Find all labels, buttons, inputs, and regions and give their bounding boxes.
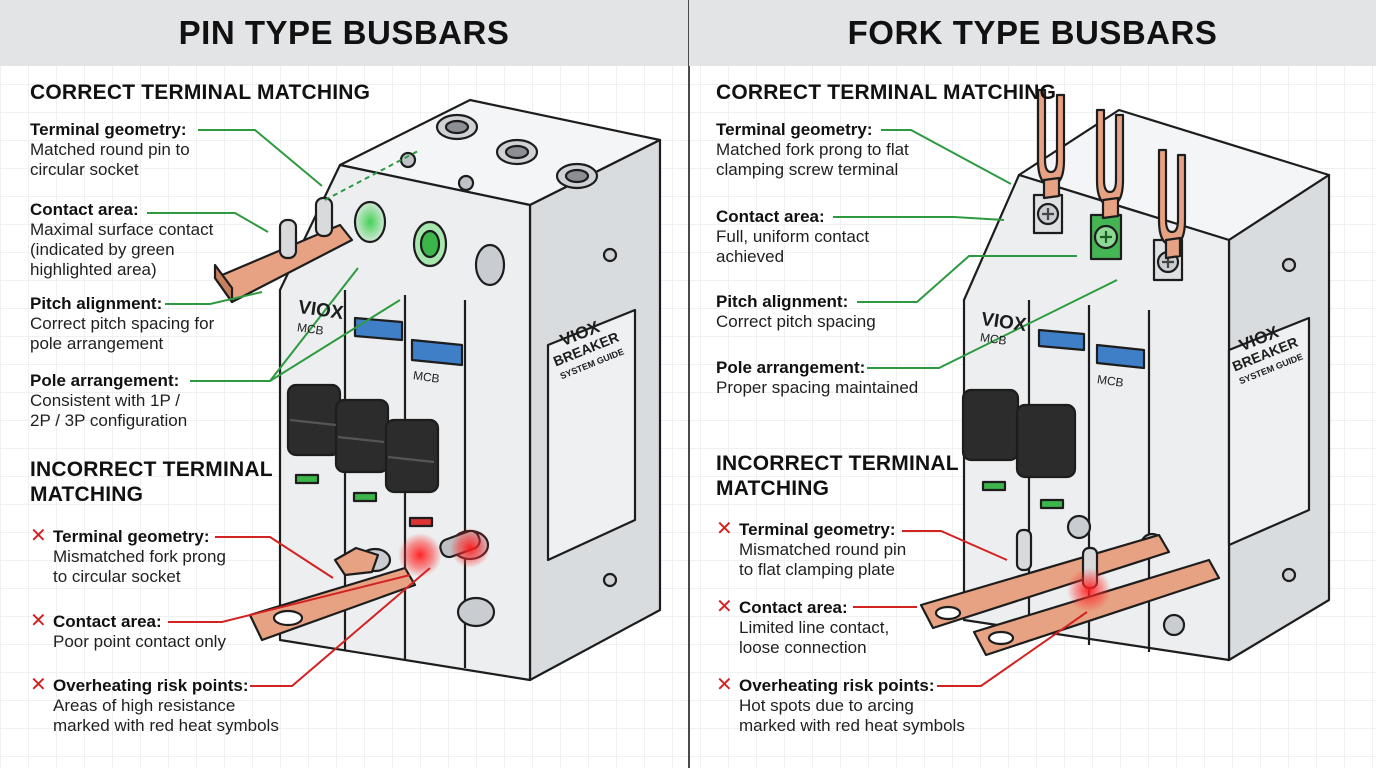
- fork-type-breaker-illustration: [833, 88, 1331, 687]
- incorrect-heading: INCORRECT TERMINAL MATCHING: [30, 458, 273, 506]
- incorrect-item-contact-area: ✕ Contact area: Limited line contact, lo…: [716, 596, 890, 657]
- heat-spot-icon: [398, 533, 442, 577]
- correct-item-terminal-geometry: Terminal geometry: Matched round pin to …: [30, 120, 190, 179]
- correct-heading: CORRECT TERMINAL MATCHING: [716, 81, 1057, 104]
- incorrect-item-overheating: ✕ Overheating risk points: Areas of high…: [30, 674, 279, 735]
- x-mark-icon: ✕: [716, 674, 733, 696]
- correct-item-contact-area: Contact area: Full, uniform contact achi…: [716, 207, 870, 266]
- fork-busbar-correct: [1036, 88, 1187, 260]
- heat-spot-icon: [1067, 568, 1111, 612]
- correct-item-contact-area: Contact area: Maximal surface contact (i…: [30, 200, 214, 279]
- pin-type-breaker-illustration: [147, 98, 662, 687]
- correct-item-terminal-geometry: Terminal geometry: Matched fork prong to…: [716, 120, 909, 179]
- incorrect-item-terminal-geometry: ✕ Terminal geometry: Mismatched fork pro…: [30, 525, 226, 586]
- x-mark-icon: ✕: [30, 674, 47, 696]
- green-arrow-icon: [147, 129, 421, 382]
- green-arrow-icon: [833, 129, 1118, 369]
- incorrect-item-terminal-geometry: ✕ Terminal geometry: Mismatched round pi…: [716, 518, 907, 579]
- x-mark-icon: ✕: [30, 610, 47, 632]
- correct-item-pitch-alignment: Pitch alignment: Correct pitch spacing f…: [30, 294, 215, 353]
- incorrect-heading: INCORRECT TERMINAL MATCHING: [716, 452, 959, 500]
- red-arrow-icon: [853, 530, 1088, 687]
- fork-type-panel: FORK TYPE BUSBARS: [689, 0, 1376, 768]
- incorrect-item-contact-area: ✕ Contact area: Poor point contact only: [30, 610, 226, 651]
- panel-divider: [688, 0, 690, 768]
- pin-busbar-correct: [213, 196, 354, 304]
- x-mark-icon: ✕: [716, 518, 733, 540]
- x-mark-icon: ✕: [30, 525, 47, 547]
- x-mark-icon: ✕: [716, 596, 733, 618]
- correct-heading: CORRECT TERMINAL MATCHING: [30, 81, 371, 104]
- correct-item-pole-arrangement: Pole arrangement: Consistent with 1P / 2…: [30, 371, 188, 430]
- heat-spot-icon: [450, 528, 490, 568]
- incorrect-item-overheating: ✕ Overheating risk points: Hot spots due…: [716, 674, 965, 735]
- correct-item-pole-arrangement: Pole arrangement: Proper spacing maintai…: [716, 358, 919, 397]
- correct-item-pitch-alignment: Pitch alignment: Correct pitch spacing: [716, 292, 876, 331]
- pin-type-title: PIN TYPE BUSBARS: [0, 0, 688, 66]
- fork-type-title: FORK TYPE BUSBARS: [689, 0, 1376, 66]
- pin-type-panel: PIN TYPE BUSBARS: [0, 0, 688, 735]
- red-arrow-icon: [168, 536, 431, 687]
